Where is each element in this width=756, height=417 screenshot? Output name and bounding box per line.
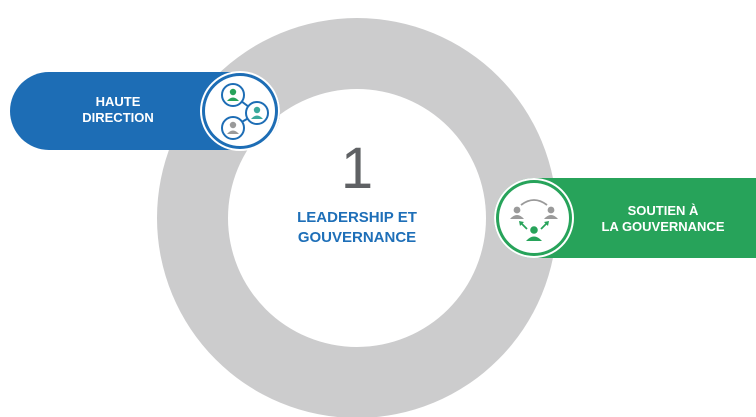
soutien-gouvernance-line1: SOUTIEN À <box>627 203 699 218</box>
center-title: LEADERSHIP ET GOUVERNANCE <box>262 208 452 248</box>
support-people-icon <box>499 183 569 253</box>
step-number: 1 <box>340 136 374 201</box>
soutien-gouvernance-line2: LA GOUVERNANCE <box>601 219 725 234</box>
haute-direction-label: HAUTE DIRECTION <box>58 94 178 126</box>
center-title-line2: GOUVERNANCE <box>297 229 417 246</box>
haute-direction-line2: DIRECTION <box>82 110 154 125</box>
soutien-gouvernance-label: SOUTIEN À LA GOUVERNANCE <box>578 203 748 235</box>
center-title-line1: LEADERSHIP ET <box>297 209 417 226</box>
haute-direction-line1: HAUTE <box>95 94 141 109</box>
network-people-icon <box>205 76 275 146</box>
